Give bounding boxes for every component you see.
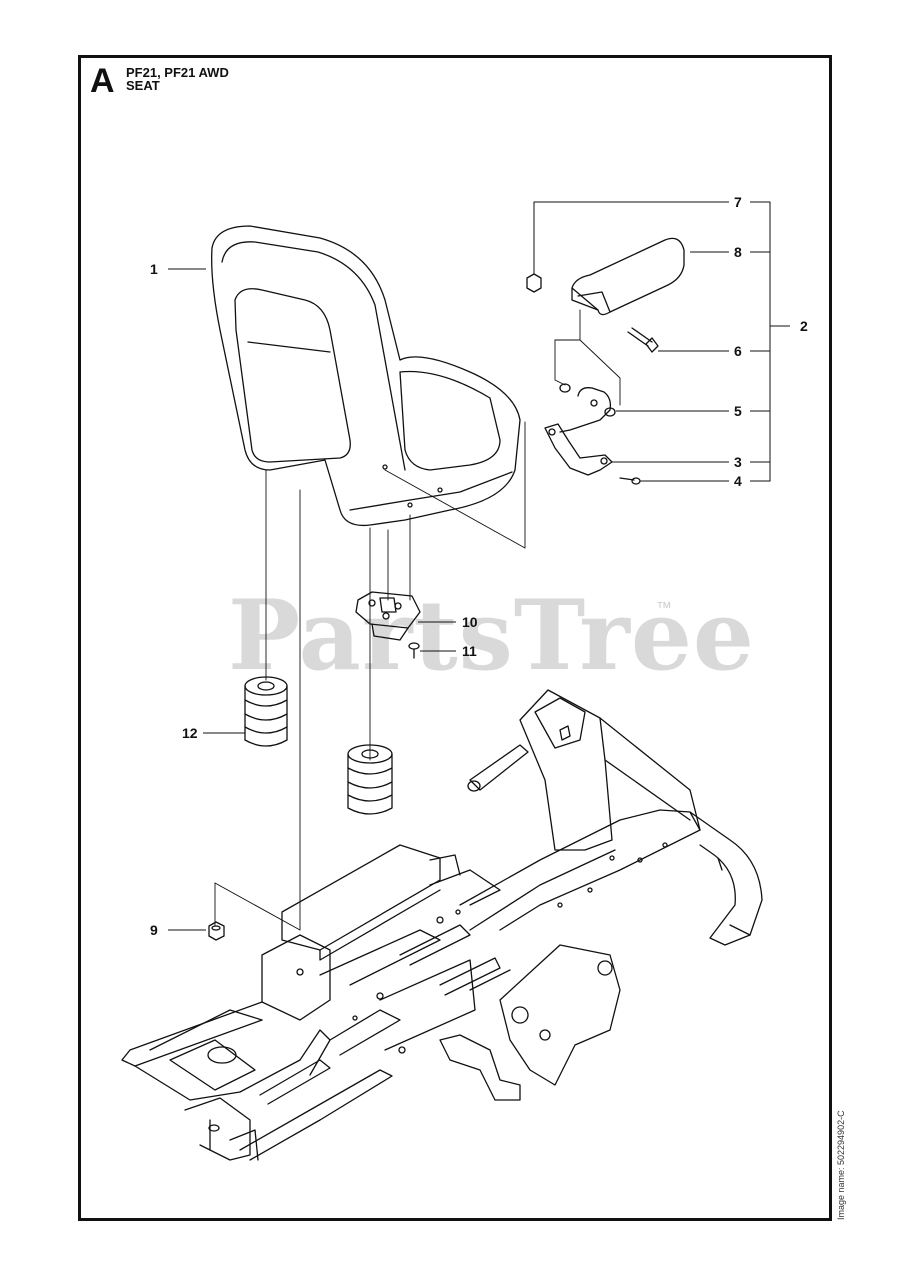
damper-part-left[interactable] [245, 677, 287, 746]
group-title: SEAT [126, 78, 160, 93]
mounting-plate-part[interactable] [560, 384, 615, 432]
callout-1[interactable]: 1 [150, 261, 158, 277]
callout-10[interactable]: 10 [462, 614, 478, 630]
callout-5[interactable]: 5 [734, 403, 742, 419]
callout-6[interactable]: 6 [734, 343, 742, 359]
watermark-logo: PartsTree [228, 579, 755, 692]
seat-bracket-part[interactable] [356, 592, 420, 640]
watermark-trademark: ™ [656, 600, 672, 617]
section-letter: A [90, 62, 115, 100]
callout-8[interactable]: 8 [734, 244, 742, 260]
screw-part[interactable] [409, 643, 419, 658]
drawing-frame [78, 55, 832, 1221]
callout-3[interactable]: 3 [734, 454, 742, 470]
callout-2[interactable]: 2 [800, 318, 808, 334]
image-name-caption: Image name: 502294902-C [836, 1110, 846, 1220]
callout-11[interactable]: 11 [462, 643, 477, 659]
callout-7[interactable]: 7 [734, 194, 742, 210]
model-title: PF21, PF21 AWD [126, 65, 229, 80]
nut-part[interactable] [209, 922, 224, 940]
callout-9[interactable]: 9 [150, 922, 158, 938]
chassis-frame [122, 690, 762, 1160]
assembly-lines [215, 310, 620, 930]
armrest-bolt-part[interactable] [628, 328, 658, 352]
armrest-part[interactable] [572, 238, 684, 314]
callout-4[interactable]: 4 [734, 473, 742, 489]
seat-part[interactable] [212, 226, 520, 525]
callout-12[interactable]: 12 [182, 725, 198, 741]
damper-part-right[interactable] [348, 745, 392, 814]
